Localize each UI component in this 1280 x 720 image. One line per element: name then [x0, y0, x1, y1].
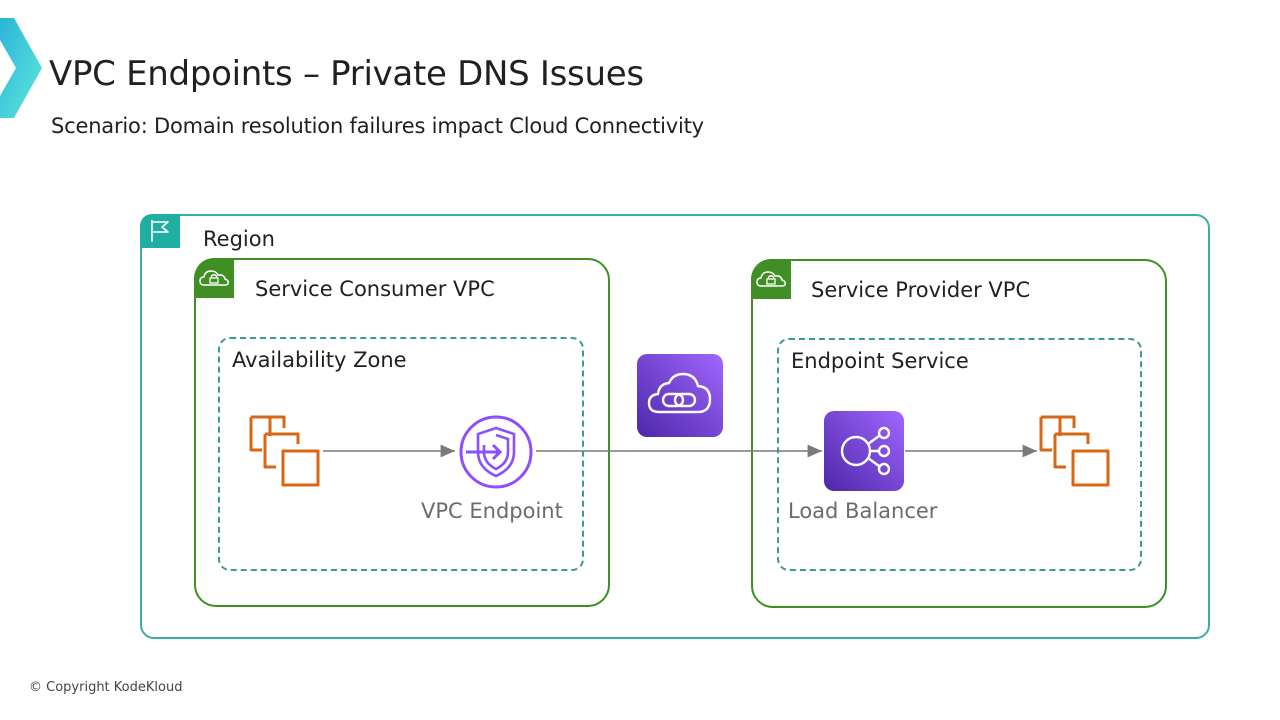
- load-balancer-label: Load Balancer: [788, 499, 938, 523]
- service-consumer-vpc: [194, 258, 610, 607]
- load-balancer-icon: [840, 426, 891, 476]
- copyright-text: © Copyright KodeKloud: [29, 680, 183, 695]
- slide-subtitle: Scenario: Domain resolution failures imp…: [51, 114, 704, 138]
- vpc-cloud-lock-icon: [199, 270, 229, 286]
- flag-icon: [151, 220, 169, 242]
- provider-vpc-tag: [751, 259, 791, 299]
- kodekloud-logo-chevron-icon: [0, 18, 42, 118]
- consumer-vpc-tag: [194, 258, 234, 298]
- ec2-instances-icon: [249, 415, 320, 487]
- vpc-endpoint-label: VPC Endpoint: [421, 499, 563, 523]
- slide-title: VPC Endpoints – Private DNS Issues: [49, 54, 644, 94]
- endpoint-service-label: Endpoint Service: [791, 349, 969, 373]
- endpoint-service-zone: [777, 338, 1142, 571]
- service-provider-vpc: [751, 259, 1167, 608]
- ec2-instances-icon: [1039, 415, 1110, 487]
- region-container: [140, 214, 1210, 639]
- region-tag: [140, 214, 180, 248]
- availability-zone: [218, 337, 584, 571]
- privatelink-cloud-icon: [647, 372, 712, 414]
- load-balancer-tile: [824, 411, 904, 491]
- privatelink-tile: [637, 354, 723, 437]
- provider-vpc-label: Service Provider VPC: [811, 278, 1031, 302]
- consumer-vpc-label: Service Consumer VPC: [255, 277, 495, 301]
- region-label: Region: [203, 227, 275, 251]
- vpc-cloud-lock-icon: [756, 271, 786, 287]
- vpc-endpoint-icon: [459, 415, 533, 489]
- availability-zone-label: Availability Zone: [232, 348, 407, 372]
